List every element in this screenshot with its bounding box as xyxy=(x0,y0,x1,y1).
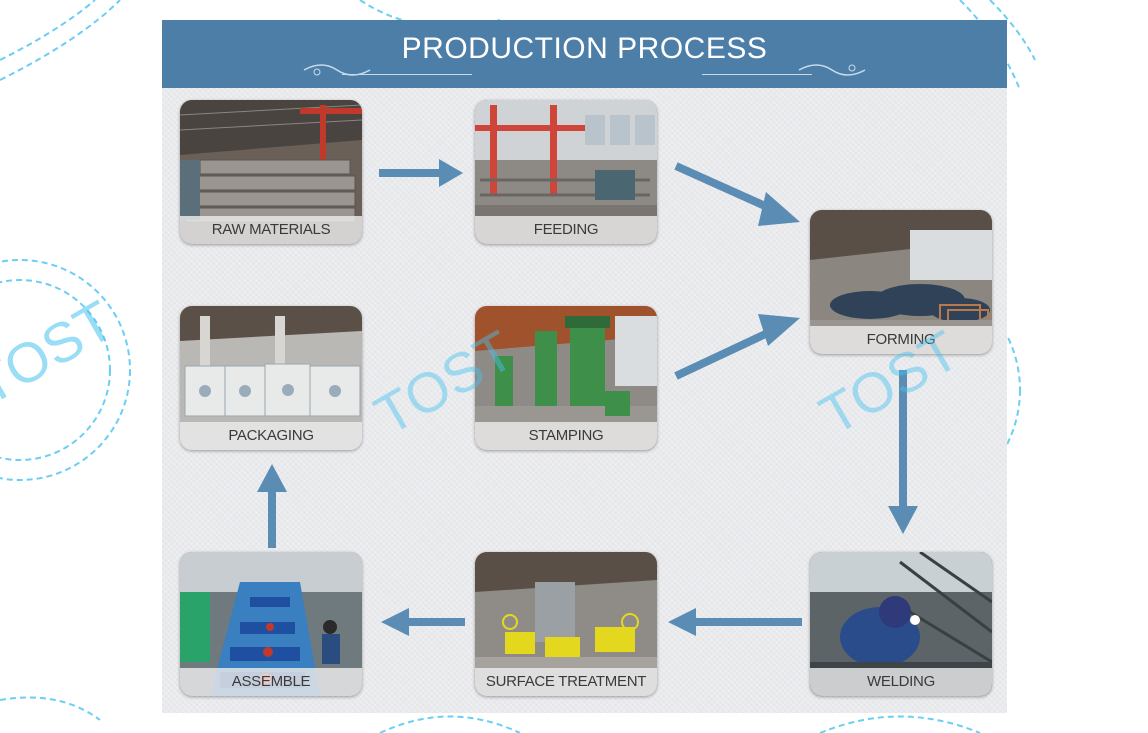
step-label: ASSEMBLE xyxy=(180,668,362,696)
page-title: PRODUCTION PROCESS xyxy=(401,32,768,65)
process-panel: PRODUCTION PROCESS RAW MATERIALS xyxy=(162,20,1007,713)
step-raw-materials: RAW MATERIALS xyxy=(180,100,362,244)
arrow-stamping-to-forming xyxy=(674,314,800,380)
step-feeding: FEEDING xyxy=(475,100,657,244)
arrow-raw-to-feeding xyxy=(379,159,463,187)
right-rule xyxy=(702,74,812,75)
step-welding: WELDING xyxy=(810,552,992,696)
arrow-feeding-to-forming xyxy=(674,162,800,226)
step-stamping: STAMPING xyxy=(475,306,657,450)
step-label: PACKAGING xyxy=(180,422,362,450)
feeding-photo xyxy=(475,100,657,244)
step-label: WELDING xyxy=(810,668,992,696)
step-forming: FORMING xyxy=(810,210,992,354)
arrow-welding-to-surface xyxy=(668,608,802,636)
arrow-forming-to-welding xyxy=(888,370,918,534)
step-label: FORMING xyxy=(810,326,992,354)
title-banner: PRODUCTION PROCESS xyxy=(162,20,1007,88)
step-label: RAW MATERIALS xyxy=(180,216,362,244)
left-rule xyxy=(342,74,472,75)
step-packaging: PACKAGING xyxy=(180,306,362,450)
step-label: STAMPING xyxy=(475,422,657,450)
step-assemble: ASSEMBLE xyxy=(180,552,362,696)
right-swirl-ornament xyxy=(798,64,866,76)
arrow-assemble-to-packaging xyxy=(257,464,287,548)
step-label: SURFACE TREATMENT xyxy=(475,668,657,696)
watermark-text-left: TOST xyxy=(0,288,125,417)
step-surface-treatment: SURFACE TREATMENT xyxy=(475,552,657,696)
arrow-surface-to-assemble xyxy=(381,608,465,636)
step-label: FEEDING xyxy=(475,216,657,244)
